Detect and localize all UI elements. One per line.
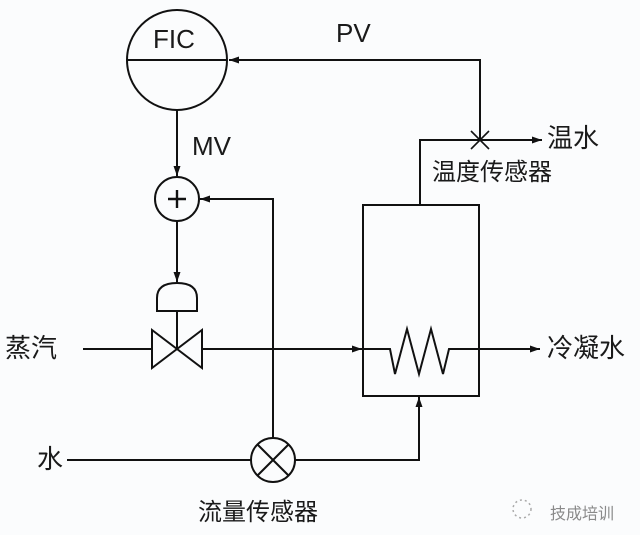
flow-feedback-line (200, 195, 274, 438)
pv-label: PV (336, 18, 371, 48)
flow-sensor-label: 流量传感器 (198, 498, 318, 526)
fic-label: FIC (153, 24, 195, 54)
temperature-sensor-label: 温度传感器 (432, 158, 552, 186)
warm-water-outlet-line (419, 136, 542, 205)
summer-symbol (154, 176, 200, 222)
condensate-label: 冷凝水 (547, 334, 626, 364)
flow-sensor-symbol (250, 437, 296, 483)
temperature-sensor-symbol (470, 130, 490, 150)
valve-actuator-symbol (156, 281, 198, 312)
steam-label: 蒸汽 (5, 334, 58, 364)
mv-label: MV (192, 131, 231, 161)
water-to-heater-line (295, 397, 423, 461)
water-label: 水 (37, 445, 64, 475)
pv-signal-line (229, 56, 481, 140)
watermark-text: 技成培训 (550, 504, 615, 523)
control-valve-symbol (151, 327, 203, 371)
wechat-logo-icon (512, 499, 532, 519)
heating-coil-symbol (363, 325, 479, 378)
warm-water-label: 温水 (547, 124, 600, 154)
